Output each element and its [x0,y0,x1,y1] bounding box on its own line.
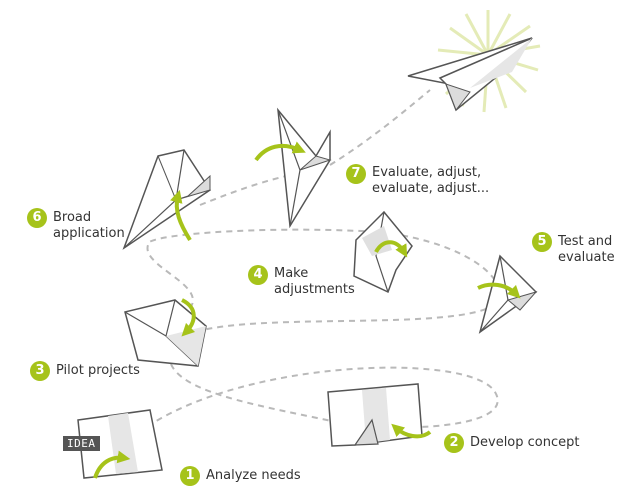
step-7-badge: 7 [346,164,366,184]
curved-arrow-icon [254,141,306,162]
step-5-label: Test and evaluate [558,234,615,265]
step-1-label: Analyze needs [206,468,301,483]
step-3-badge: 3 [30,361,50,381]
step-5-badge: 5 [532,232,552,252]
paper-plane-icon [122,149,212,250]
curved-arrow-icon [170,189,192,242]
paper-plane-icon [407,37,533,112]
folded-corner-icon [124,298,207,367]
step-4-badge: 4 [248,265,268,285]
step-2-label: Develop concept [470,435,580,450]
curved-arrow-icon [180,298,196,337]
curved-arrow-icon [93,450,131,479]
step-1-badge: 1 [180,466,200,486]
paper-sheet-icon [77,409,163,479]
curved-arrow-icon [477,282,521,299]
paper-plane-icon [477,254,538,334]
step-6-label: Broad application [53,210,125,241]
flight-path [129,89,502,441]
step-6-badge: 6 [27,208,47,228]
curved-arrow-icon [374,240,408,258]
step-3-label: Pilot projects [56,363,140,378]
curved-arrow-icon [391,423,432,439]
idea-tag: IDEA [63,436,100,451]
folded-corner-icon [327,383,432,447]
folded-corner-icon [353,210,413,294]
step-4-label: Make adjustments [274,266,355,297]
paper-plane-icon [254,107,332,229]
step-7-label: Evaluate, adjust, evaluate, adjust... [372,165,490,196]
step-2-badge: 2 [444,433,464,453]
